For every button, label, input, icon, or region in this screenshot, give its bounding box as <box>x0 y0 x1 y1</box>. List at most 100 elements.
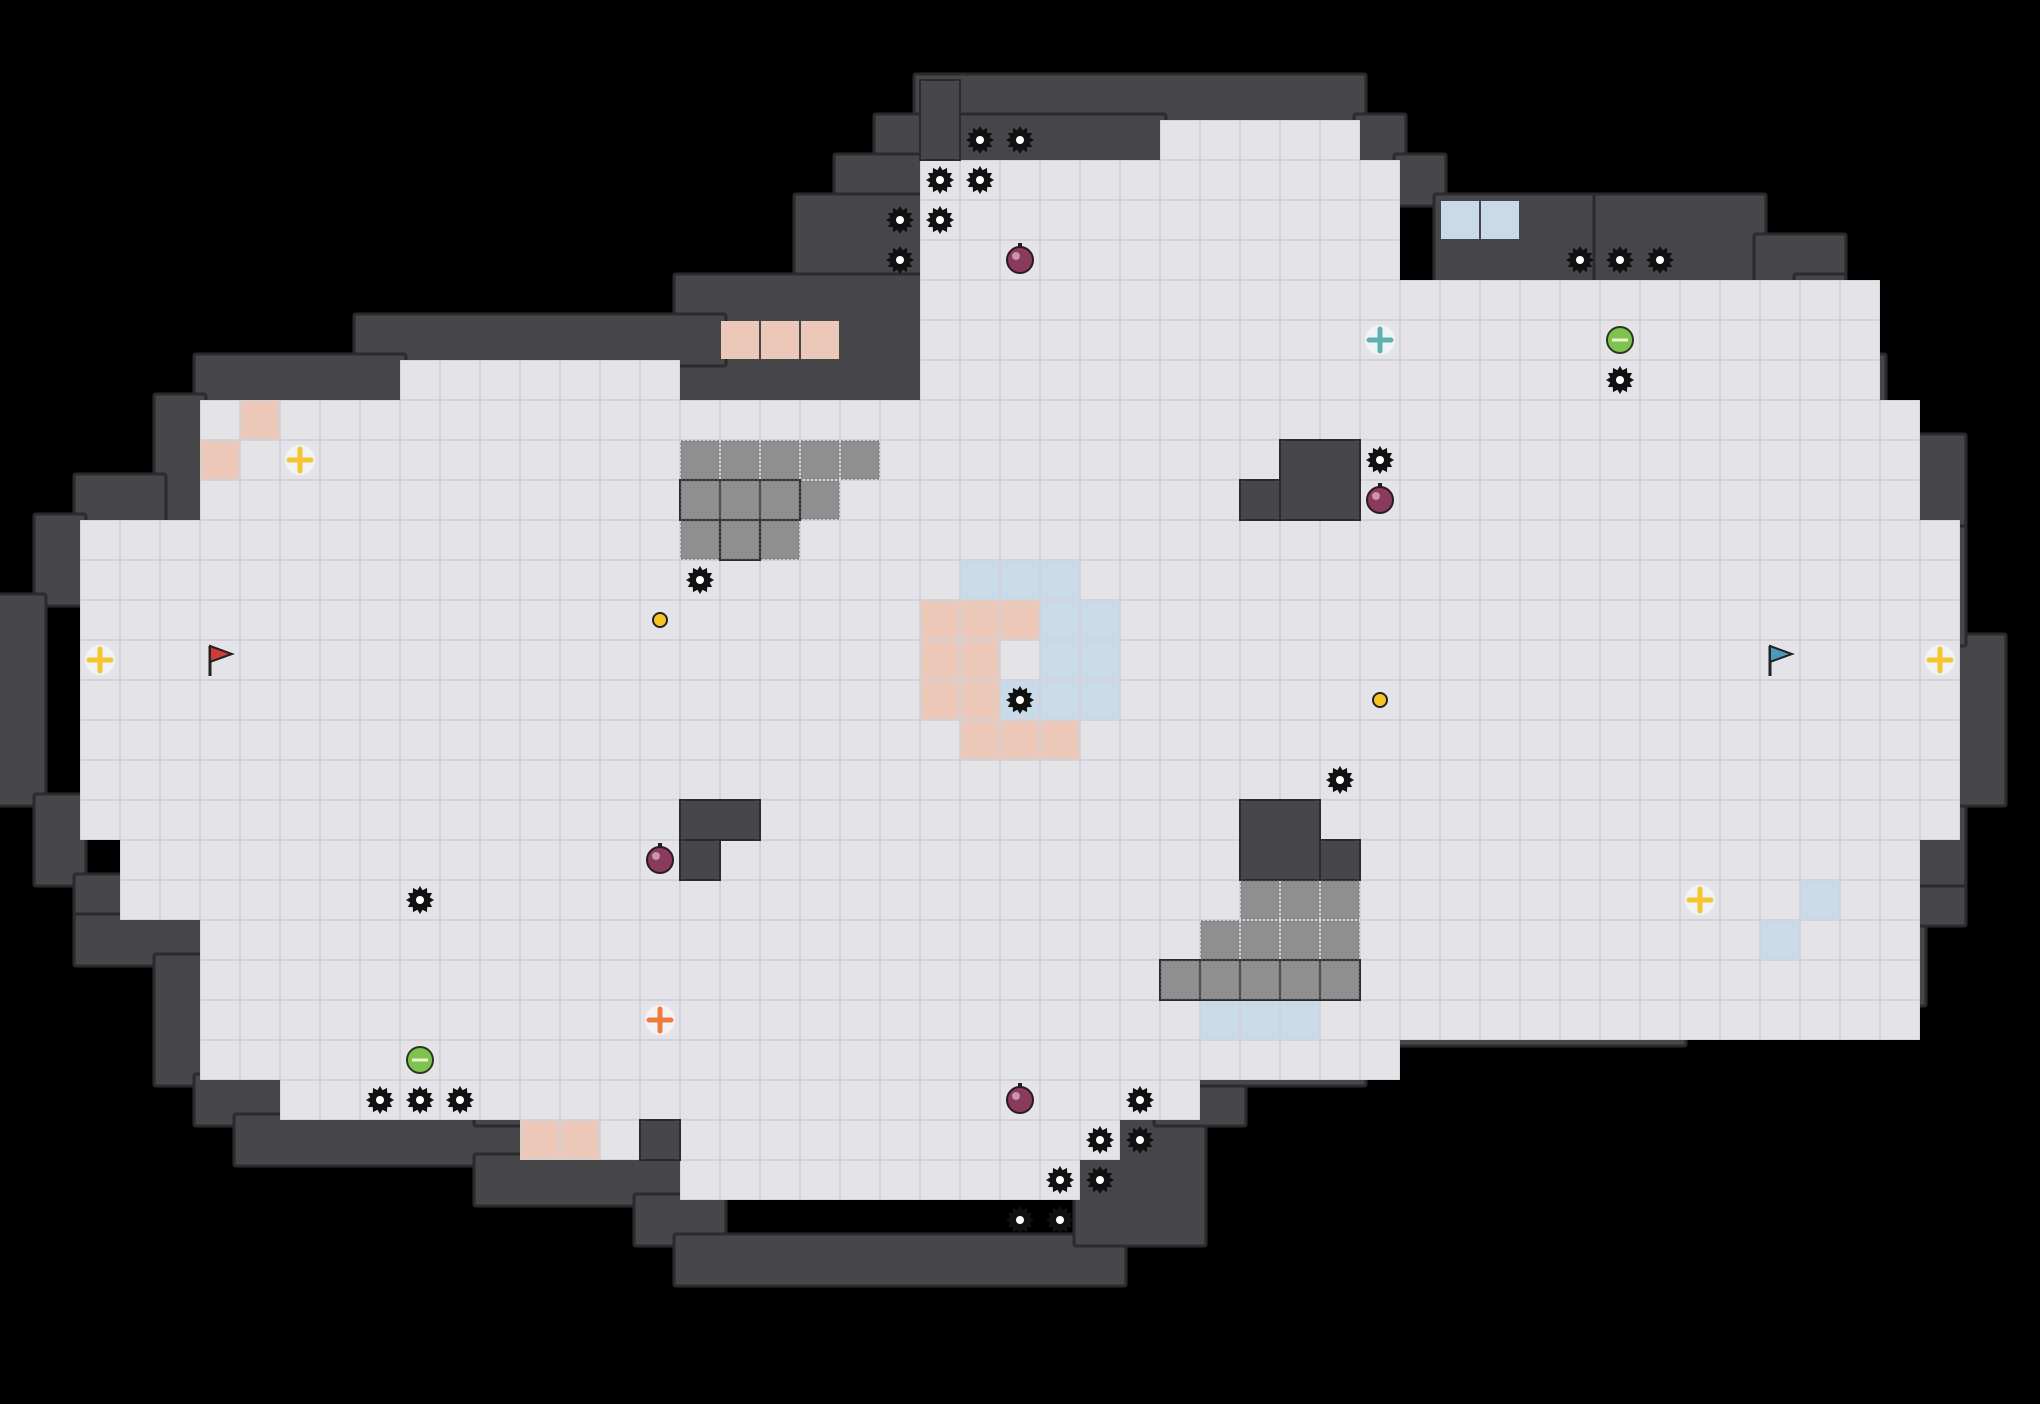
floor-cell <box>1920 760 1960 800</box>
floor-cell <box>960 320 1000 360</box>
floor-cell <box>1000 240 1040 280</box>
floor-cell <box>1560 360 1600 400</box>
floor-cell <box>360 1040 400 1080</box>
floor-cell <box>920 800 960 840</box>
floor-cell <box>1840 960 1880 1000</box>
floor-cell <box>1160 1040 1200 1080</box>
inner-wall <box>1239 799 1321 881</box>
floor-cell <box>320 960 360 1000</box>
floor-cell <box>440 840 480 880</box>
floor-cell <box>1400 320 1440 360</box>
floor-cell <box>120 560 160 600</box>
floor-cell <box>960 280 1000 320</box>
floor-cell <box>1520 520 1560 560</box>
floor-cell <box>1160 280 1200 320</box>
floor-cell <box>560 1080 600 1120</box>
floor-cell <box>1120 480 1160 520</box>
floor-cell <box>1680 520 1720 560</box>
floor-cell <box>1360 600 1400 640</box>
floor-cell <box>760 1120 800 1160</box>
floor-cell <box>1720 960 1760 1000</box>
floor-cell <box>480 720 520 760</box>
red-team-tile <box>961 721 999 759</box>
floor-cell <box>1040 520 1080 560</box>
floor-cell <box>1240 280 1280 320</box>
floor-cell <box>1520 720 1560 760</box>
floor-cell <box>480 480 520 520</box>
floor-cell <box>760 1160 800 1200</box>
floor-cell <box>1000 280 1040 320</box>
floor-cell <box>1560 920 1600 960</box>
floor-cell <box>1120 680 1160 720</box>
floor-cell <box>1880 680 1920 720</box>
bomb-icon <box>646 843 674 874</box>
floor-cell <box>1480 440 1520 480</box>
floor-cell <box>1040 440 1080 480</box>
floor-cell <box>1920 640 1960 680</box>
grate-tile <box>760 440 800 480</box>
floor-cell <box>1640 960 1680 1000</box>
floor-cell <box>1040 1000 1080 1040</box>
floor-cell <box>800 600 840 640</box>
floor-cell <box>1520 960 1560 1000</box>
floor-cell <box>1800 560 1840 600</box>
floor-cell <box>1240 1040 1280 1080</box>
floor-cell <box>1000 760 1040 800</box>
floor-cell <box>1280 560 1320 600</box>
floor-cell <box>880 920 920 960</box>
floor-cell <box>800 1080 840 1120</box>
blue-team-tile <box>1241 1001 1279 1039</box>
floor-cell <box>960 800 1000 840</box>
floor-cell <box>1040 160 1080 200</box>
floor-cell <box>920 200 960 240</box>
floor-cell <box>1480 840 1520 880</box>
inner-wall <box>1279 439 1361 521</box>
floor-cell <box>600 760 640 800</box>
floor-cell <box>600 840 640 880</box>
floor-cell <box>1440 360 1480 400</box>
floor-cell <box>400 1000 440 1040</box>
floor-tile-row <box>80 760 1960 800</box>
floor-cell <box>1400 680 1440 720</box>
floor-cell <box>880 1040 920 1080</box>
floor-cell <box>1880 720 1920 760</box>
floor-cell <box>1680 960 1720 1000</box>
floor-cell <box>280 840 320 880</box>
grate-tile <box>1280 960 1320 1000</box>
floor-cell <box>1080 320 1120 360</box>
floor-tile-row <box>400 360 680 400</box>
floor-cell <box>480 400 520 440</box>
floor-cell <box>800 960 840 1000</box>
grate-tile <box>680 480 720 520</box>
floor-tile-row <box>80 640 1960 680</box>
floor-cell <box>1000 480 1040 520</box>
red-team-tile <box>921 641 959 679</box>
floor-cell <box>680 720 720 760</box>
floor-cell <box>1440 280 1480 320</box>
spike-icon <box>1566 246 1594 274</box>
floor-cell <box>960 1080 1000 1120</box>
floor-cell <box>1240 400 1280 440</box>
floor-cell <box>800 760 840 800</box>
floor-cell <box>520 720 560 760</box>
floor-cell <box>760 760 800 800</box>
floor-cell <box>1000 1120 1040 1160</box>
floor-cell <box>1000 1160 1040 1200</box>
floor-cell <box>920 960 960 1000</box>
grate-tile <box>840 440 880 480</box>
floor-cell <box>1600 800 1640 840</box>
floor-cell <box>80 560 120 600</box>
floor-cell <box>1080 240 1120 280</box>
floor-cell <box>920 600 960 640</box>
floor-cell <box>720 1000 760 1040</box>
inner-wall <box>1239 479 1281 521</box>
floor-cell <box>360 480 400 520</box>
floor-cell <box>320 720 360 760</box>
red-team-tile <box>561 1121 599 1159</box>
floor-cell <box>1440 960 1480 1000</box>
floor-cell <box>480 360 520 400</box>
floor-cell <box>1160 360 1200 400</box>
spike-icon <box>366 1086 394 1114</box>
floor-cell <box>680 560 720 600</box>
floor-cell <box>1600 320 1640 360</box>
